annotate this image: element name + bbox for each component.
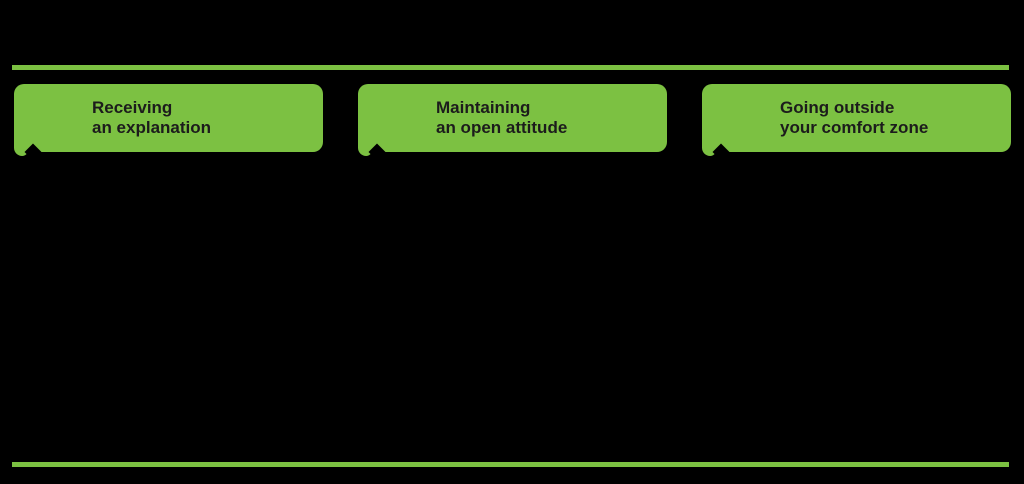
- callout-label-line1: Going outside: [780, 98, 895, 117]
- top-rule: [12, 65, 1009, 70]
- callout-tail: [702, 142, 716, 156]
- callout-label-line1: Receiving: [92, 98, 173, 117]
- callout-label-line2: an open attitude: [436, 118, 568, 137]
- callout-label-line2: your comfort zone: [780, 118, 929, 137]
- callout-tail: [358, 142, 372, 156]
- callout-label-line2: an explanation: [92, 118, 212, 137]
- callout-box-comfort-zone: Going outside your comfort zone: [702, 84, 1011, 161]
- callout-box-open-attitude: Maintaining an open attitude: [358, 84, 667, 161]
- callout-box-receiving-explanation: Receiving an explanation: [14, 84, 323, 161]
- callout-tail: [14, 142, 28, 156]
- bottom-rule: [12, 462, 1009, 467]
- callout-label-line1: Maintaining: [436, 98, 531, 117]
